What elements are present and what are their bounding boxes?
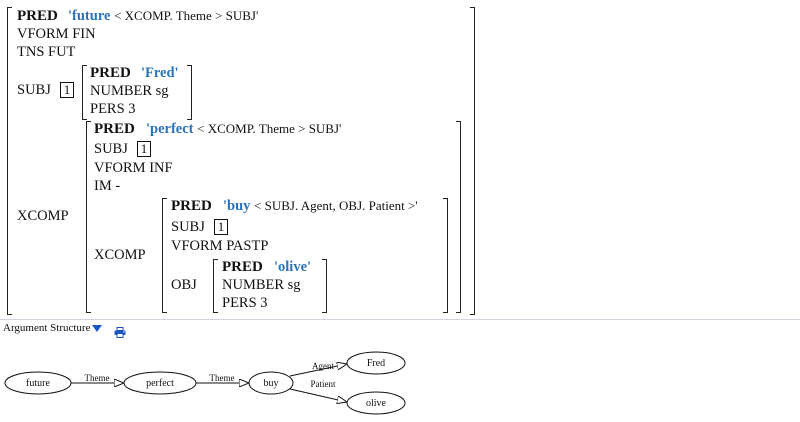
node-perfect[interactable]: perfect: [123, 371, 197, 395]
inner-xcomp-left-bracket: [162, 198, 167, 313]
xcomp-pred-value: 'perfect < XCOMP. Theme > SUBJ': [146, 121, 342, 137]
edge-label-theme-1: Theme: [85, 373, 110, 383]
outer-left-bracket: [7, 7, 12, 315]
node-label-perfect: perfect: [146, 378, 174, 389]
obj-pers-row: PERS 3: [222, 295, 268, 311]
xcomp-pred-label: PRED: [94, 121, 135, 137]
inner-xcomp-right-bracket: [443, 198, 448, 313]
node-label-fred: Fred: [367, 358, 385, 369]
subj-label: SUBJ: [17, 82, 51, 98]
edge-perfect-buy: Theme: [196, 373, 249, 383]
subj-right-bracket: [187, 65, 192, 120]
buy-pred-label: PRED: [171, 198, 212, 214]
triangle-down-icon[interactable]: [92, 324, 103, 332]
argument-graph: Theme Theme Agent Patient future perfect…: [4, 351, 406, 415]
node-fred[interactable]: Fred: [346, 351, 406, 375]
subj-pred-value: 'Fred': [141, 65, 179, 81]
inner-xcomp-label: XCOMP: [94, 247, 146, 263]
obj-number-row: NUMBER sg: [222, 277, 301, 293]
xcomp-im-row: IM -: [94, 178, 121, 194]
node-olive[interactable]: olive: [346, 391, 406, 415]
node-label-future: future: [26, 378, 50, 389]
buy-pred-value: 'buy < SUBJ. Agent, OBJ. Patient >': [223, 198, 418, 214]
f-structure: PRED 'future < XCOMP. Theme > SUBJ' VFOR…: [7, 7, 475, 315]
subj-index-box: 1: [60, 82, 74, 98]
subj-left-bracket: [82, 65, 87, 120]
subj-pred-label: PRED: [90, 65, 131, 81]
argument-structure-label: Argument Structure: [3, 322, 91, 334]
node-future[interactable]: future: [4, 371, 72, 395]
node-label-buy: buy: [264, 378, 279, 389]
obj-right-bracket: [322, 259, 327, 313]
obj-pred-value: 'olive': [274, 259, 312, 275]
xcomp-subj-label: SUBJ: [94, 141, 128, 157]
xcomp-vform-row: VFORM INF: [94, 160, 173, 176]
edge-label-patient: Patient: [311, 379, 336, 389]
buy-vform-row: VFORM PASTP: [171, 238, 269, 254]
printer-icon[interactable]: [114, 323, 126, 338]
outer-right-bracket: [470, 7, 475, 315]
xcomp-subj-index-box: 1: [137, 141, 151, 157]
pred-value: 'future < XCOMP. Theme > SUBJ': [68, 8, 259, 24]
obj-left-bracket: [213, 259, 218, 313]
xcomp-left-bracket: [86, 121, 91, 313]
tns-row: TNS FUT: [17, 44, 76, 60]
obj-pred-label: PRED: [222, 259, 263, 275]
subj-pers-row: PERS 3: [90, 101, 136, 117]
buy-subj-index-box: 1: [214, 219, 228, 235]
node-label-olive: olive: [366, 398, 387, 409]
vform-row: VFORM FIN: [17, 26, 96, 42]
edge-label-theme-2: Theme: [210, 373, 235, 383]
buy-subj-label: SUBJ: [171, 219, 205, 235]
xcomp-label: XCOMP: [17, 208, 69, 224]
obj-label: OBJ: [171, 277, 197, 293]
edge-buy-fred: Agent: [289, 361, 347, 377]
pred-label: PRED: [17, 8, 58, 24]
argument-structure-header: Argument Structure: [3, 321, 126, 338]
section-divider: [0, 319, 800, 320]
edge-buy-olive: Patient: [289, 379, 347, 402]
edge-future-perfect: Theme: [70, 373, 124, 383]
subj-number-row: NUMBER sg: [90, 83, 169, 99]
xcomp-right-bracket: [456, 121, 461, 313]
node-buy[interactable]: buy: [248, 371, 294, 395]
edge-label-agent: Agent: [312, 361, 334, 371]
